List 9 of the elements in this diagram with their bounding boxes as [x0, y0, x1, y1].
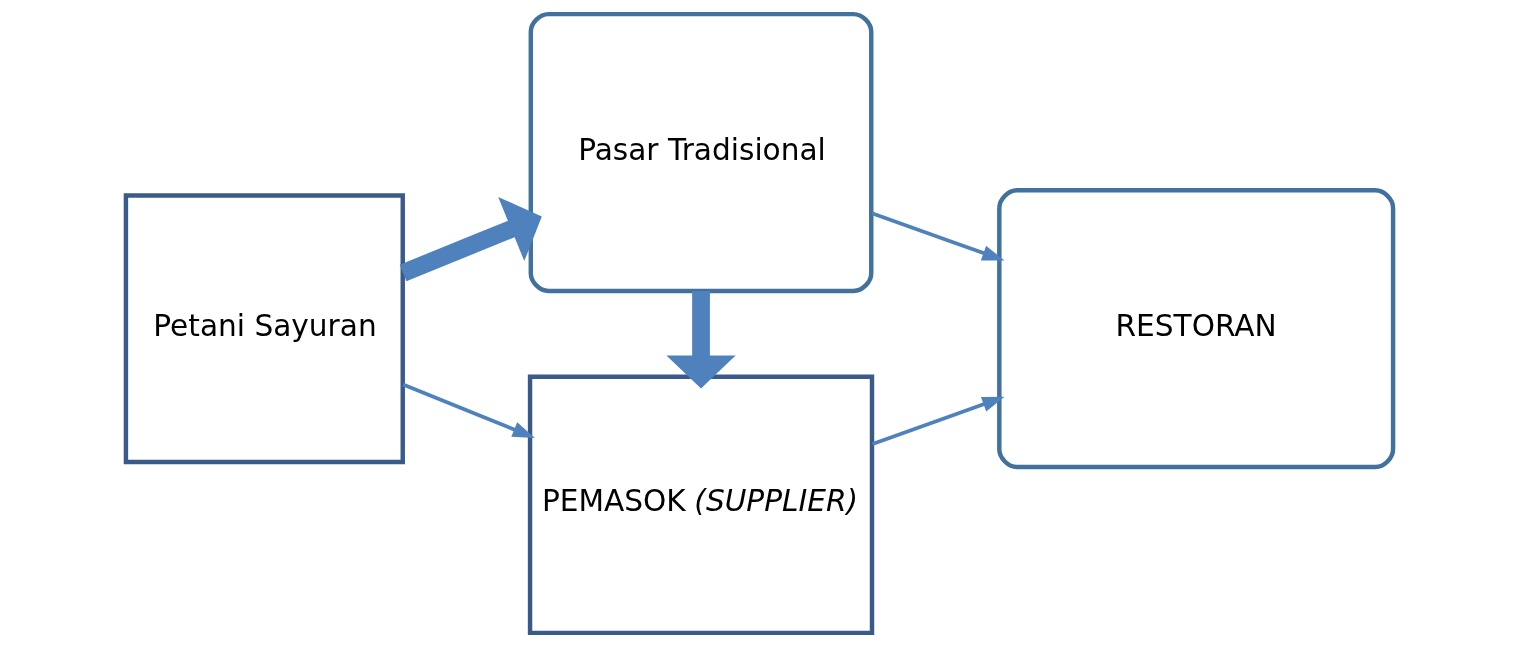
- arrow: [871, 211, 1005, 261]
- node-box: RESTORAN: [997, 188, 1396, 470]
- arrow: [666, 291, 736, 389]
- node-box: PEMASOK (SUPPLIER): [527, 374, 875, 636]
- node-box: Petani Sayuran: [123, 193, 405, 465]
- arrow: [871, 396, 1005, 446]
- arrow: [399, 196, 542, 282]
- arrow: [402, 382, 535, 438]
- node-box: Pasar Tradisional: [528, 11, 874, 294]
